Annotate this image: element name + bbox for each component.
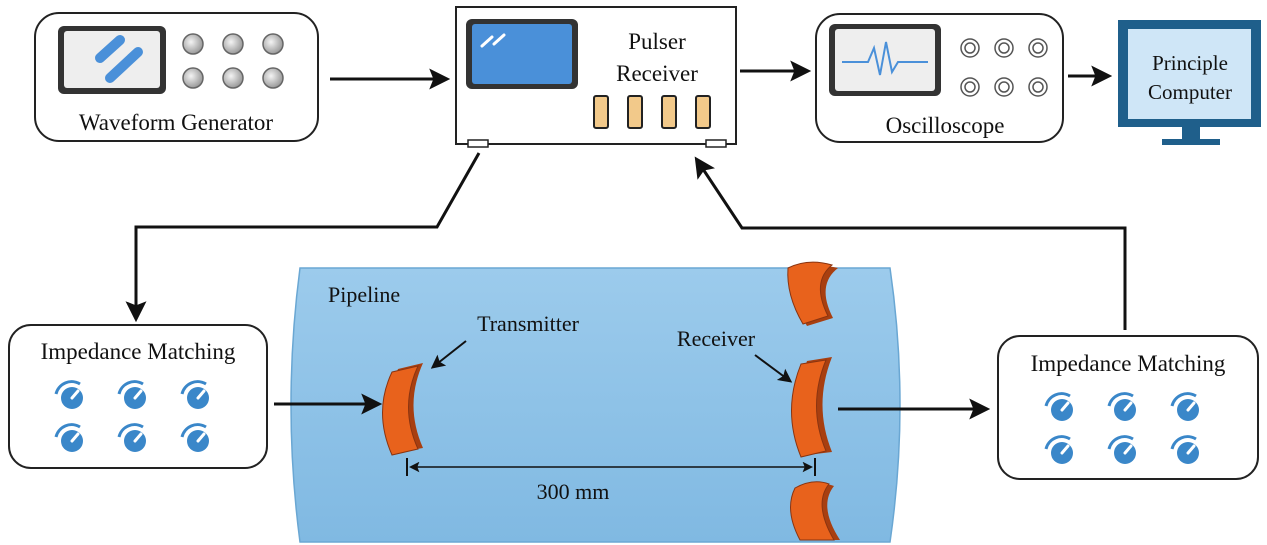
arrow-pulser-to-left-impedance [125,152,481,323]
principle-computer: Principle Computer [1118,20,1261,145]
distance-label: 300 mm [537,479,610,504]
bottom-transducer [790,481,840,541]
transmitter-pointer [430,340,467,369]
impedance-left-label: Impedance Matching [41,339,236,364]
pulser-receiver: Pulser Receiver [455,6,737,148]
transmitter-transducer [382,363,423,456]
impedance-matching-right: Impedance Matching [997,335,1259,480]
pulser-screen [466,19,578,89]
oscilloscope: Oscilloscope [815,13,1064,143]
generator-screen [58,26,166,94]
pulser-connectors [593,95,711,129]
pulser-label-line2: Receiver [616,61,698,86]
pipeline-label: Pipeline [328,282,400,307]
computer-label-line1: Principle [1152,51,1228,75]
arrow-right-impedance-to-pulser [694,156,1127,330]
receiver-transducer [791,357,832,458]
impedance-right-knobs [1044,392,1199,464]
waveform-generator-label: Waveform Generator [79,110,274,135]
oscilloscope-screen [829,24,941,96]
impedance-right-label: Impedance Matching [1031,351,1226,376]
receiver-pointer [754,354,793,383]
oscilloscope-knobs [960,38,1048,97]
waveform-generator: Waveform Generator [34,12,319,142]
pipeline: Pipeline Transmitter Receiver [290,261,901,543]
oscilloscope-label: Oscilloscope [886,113,1005,138]
computer-label-line2: Computer [1148,80,1232,104]
transmitter-label: Transmitter [477,311,580,336]
top-transducer [787,261,838,326]
impedance-matching-left: Impedance Matching [8,324,268,469]
generator-buttons [182,33,284,89]
pulser-label-line1: Pulser [628,29,686,54]
receiver-label: Receiver [677,326,756,351]
distance-dimension [406,458,816,476]
impedance-left-knobs [54,380,209,452]
